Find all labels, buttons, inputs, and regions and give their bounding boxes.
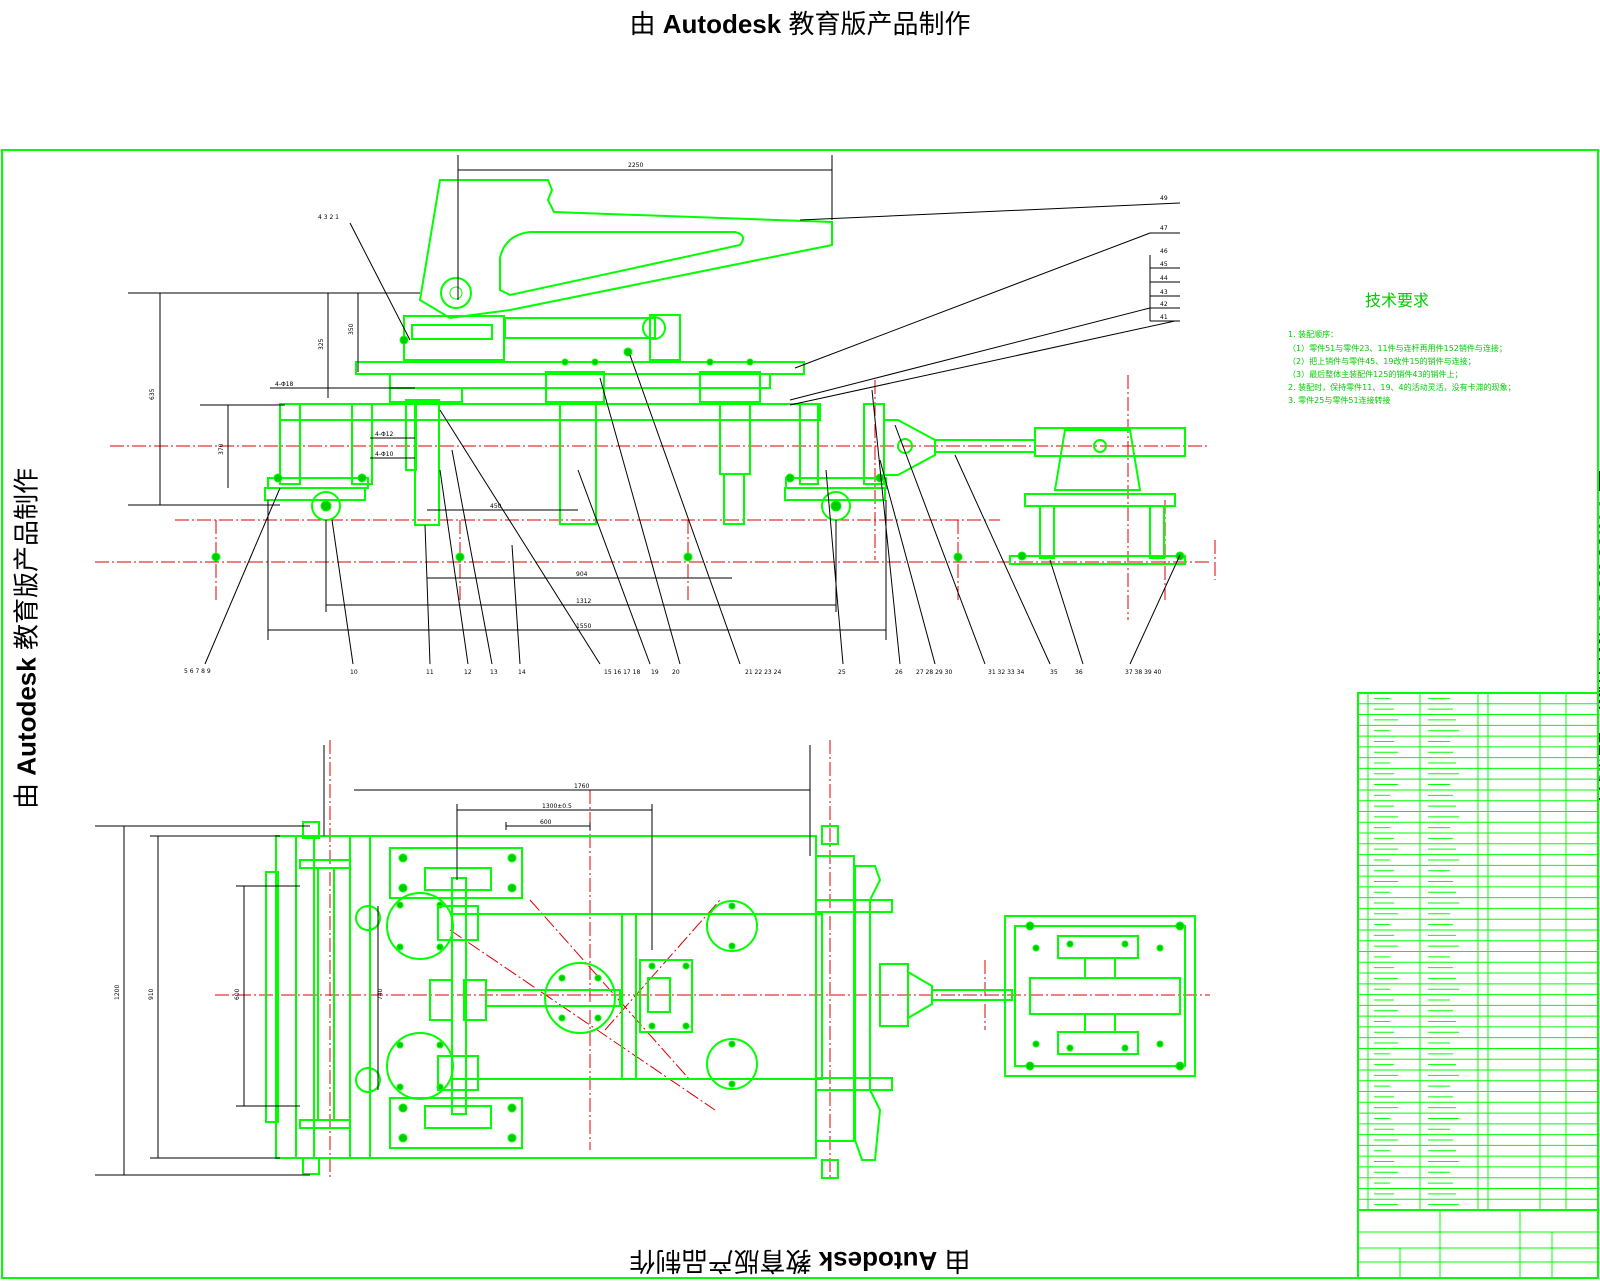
bolt-circle <box>387 893 453 959</box>
part-label-top: 4 3 2 1 <box>318 214 339 221</box>
part-label-b5: 14 <box>518 669 526 676</box>
dim-plan-h-outer: 1200 <box>114 985 121 1000</box>
dim-top-width: 2250 <box>628 162 643 169</box>
part-label-r5: 43 <box>1160 289 1168 296</box>
part-label-b9: 21 22 23 24 <box>745 669 781 676</box>
part-label-b2: 11 <box>426 669 434 676</box>
parts-list-table <box>1358 693 1598 1210</box>
dim-span-small: 450 <box>490 503 502 510</box>
dim-span-mid: 1312 <box>576 598 591 605</box>
dim-plan-width: 1760 <box>574 783 589 790</box>
dim-plan-h-mid: 910 <box>148 988 155 1000</box>
part-label-b16: 37 38 39 40 <box>1125 669 1161 676</box>
part-label-r3: 45 <box>1160 261 1168 268</box>
dim-left-height-inner: 350 <box>348 323 355 335</box>
part-label-b3: 12 <box>464 669 472 676</box>
tech-req-title: 技术要求 <box>1365 291 1429 310</box>
technical-requirements: 技术要求 1. 装配顺序： （1）零件51与零件23、11件与连杆再用件152销… <box>1288 291 1516 405</box>
part-label-b6: 15 16 17 18 <box>604 669 640 676</box>
tech-req-line: （2）把上销件与零件45、19改件15的销件与连接； <box>1288 356 1476 366</box>
tech-req-line: 1. 装配顺序： <box>1288 329 1338 339</box>
part-label-r0: 49 <box>1160 195 1168 202</box>
part-label-b7: 19 <box>651 669 659 676</box>
dim-side-hole-b: 4-Φ10 <box>375 451 394 458</box>
lever-handle <box>420 180 832 318</box>
bolt-circle <box>545 963 615 1033</box>
plan-view: 1760 1300±0.5 600 1200 910 600 740 <box>95 740 1210 1180</box>
part-label-r1: 47 <box>1160 225 1168 232</box>
part-label-b0: 5 6 7 8 9 <box>184 668 211 675</box>
dim-plan-h-small: 740 <box>377 988 384 1000</box>
dim-plan-h-inner: 600 <box>234 988 241 1000</box>
dim-plan-small: 600 <box>540 819 552 826</box>
part-label-b12: 27 28 29 30 <box>916 669 952 676</box>
pump-base-plate <box>1005 916 1195 1076</box>
part-label-b10: 25 <box>838 669 846 676</box>
tech-req-line: 3. 零件25与零件51连接转接 <box>1288 395 1391 405</box>
dim-plan-inner: 1300±0.5 <box>542 803 572 810</box>
dim-left-height-mid: 325 <box>318 338 325 350</box>
part-label-r7: 41 <box>1160 314 1168 321</box>
part-label-b11: 26 <box>895 669 903 676</box>
dim-span-inner: 904 <box>576 571 588 578</box>
dim-frame-height: 370 <box>218 443 225 455</box>
title-block <box>1358 1210 1598 1278</box>
part-label-b1: 10 <box>350 669 358 676</box>
part-label-r2: 46 <box>1160 248 1168 255</box>
part-label-b8: 20 <box>672 669 680 676</box>
part-label-b4: 13 <box>490 669 498 676</box>
dim-left-height-outer: 635 <box>149 388 156 400</box>
dim-holes-upper: 4-Φ18 <box>275 381 294 388</box>
tech-req-line: 2. 装配时，保持零件11、19、4的活动灵活，没有卡滞的现象； <box>1288 382 1516 392</box>
dim-side-hole-a: 4-Φ12 <box>375 431 394 438</box>
part-label-r6: 42 <box>1160 301 1168 308</box>
part-label-b15: 36 <box>1075 669 1083 676</box>
part-label-r4: 44 <box>1160 275 1168 282</box>
part-label-b13: 31 32 33 34 <box>988 669 1024 676</box>
tech-req-line: （1）零件51与零件23、11件与连杆再用件152销件与连接； <box>1288 343 1507 353</box>
front-view: 2250 635 325 350 370 4-Φ18 4-Φ12 4-Φ10 9… <box>95 155 1215 676</box>
tech-req-line: （3）最后整体主装配件125的销件43的销件上； <box>1288 369 1463 379</box>
part-label-b14: 35 <box>1050 669 1058 676</box>
